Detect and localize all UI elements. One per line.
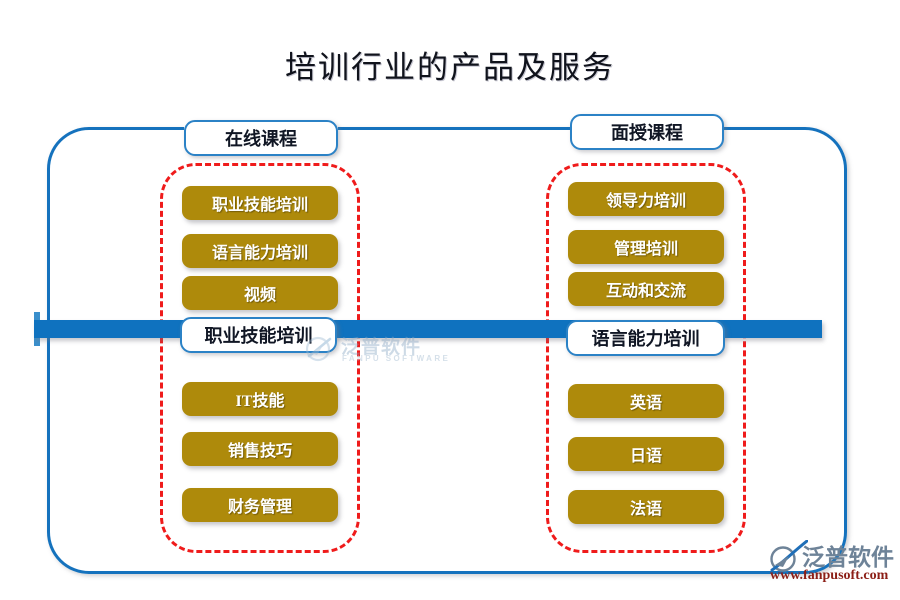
- item-onsite-lower-1[interactable]: 英语: [568, 384, 724, 418]
- column-header-online-courses[interactable]: 在线课程: [184, 120, 338, 156]
- group-outline-online-courses: [160, 163, 360, 553]
- column-header-onsite-courses[interactable]: 面授课程: [570, 114, 724, 150]
- item-onsite-lower-2[interactable]: 日语: [568, 437, 724, 471]
- divider-label-online-courses[interactable]: 职业技能培训: [180, 317, 337, 353]
- item-online-lower-2[interactable]: 销售技巧: [182, 432, 338, 466]
- item-online-lower-1[interactable]: IT技能: [182, 382, 338, 416]
- item-onsite-upper-3[interactable]: 互动和交流: [568, 272, 724, 306]
- item-onsite-upper-2[interactable]: 管理培训: [568, 230, 724, 264]
- item-online-upper-1[interactable]: 职业技能培训: [182, 186, 338, 220]
- group-outline-onsite-courses: [546, 163, 746, 553]
- item-online-upper-2[interactable]: 语言能力培训: [182, 234, 338, 268]
- brand-logo-url: www.fanpusoft.com: [770, 568, 889, 583]
- brand-logo: 泛普软件 www.fanpusoft.com: [768, 532, 894, 592]
- page-title: 培训行业的产品及服务: [285, 50, 615, 85]
- fanpu-logo-icon: [770, 540, 808, 572]
- divider-label-onsite-courses[interactable]: 语言能力培训: [566, 320, 725, 356]
- item-onsite-upper-1[interactable]: 领导力培训: [568, 182, 724, 216]
- item-online-upper-3[interactable]: 视频: [182, 276, 338, 310]
- item-onsite-lower-3[interactable]: 法语: [568, 490, 724, 524]
- item-online-lower-3[interactable]: 财务管理: [182, 488, 338, 522]
- brand-logo-text: 泛普软件: [802, 544, 894, 570]
- outer-frame: [47, 127, 847, 574]
